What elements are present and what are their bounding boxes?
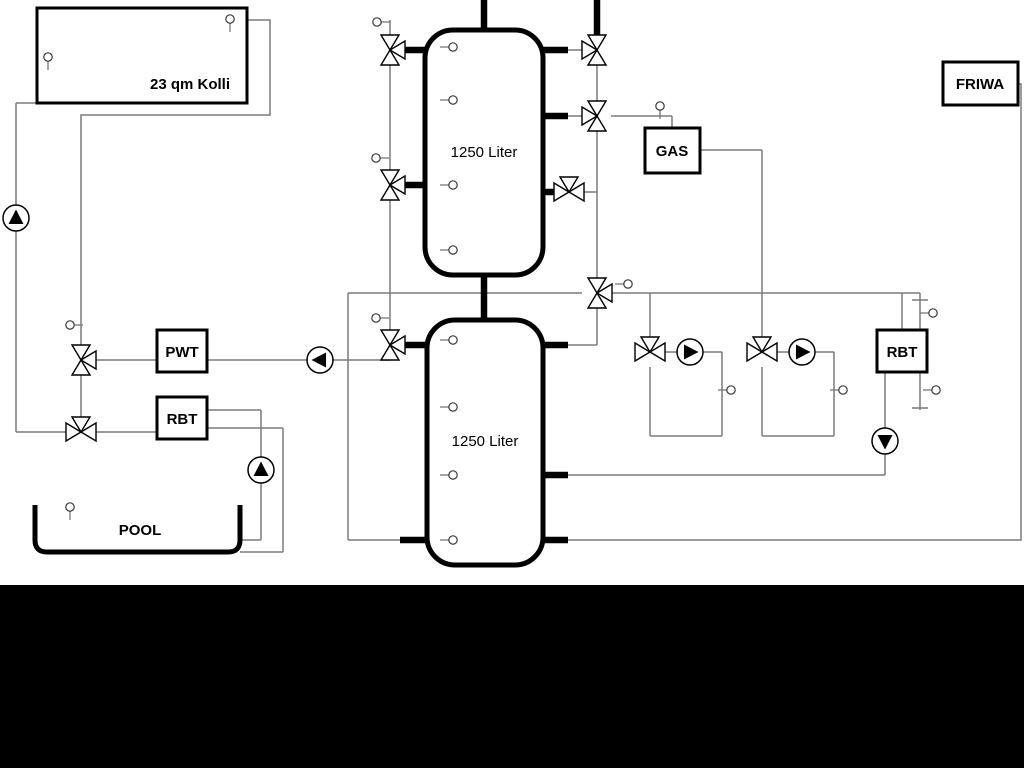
pump-icon <box>306 346 334 374</box>
pwt-heat-exchanger: PWT <box>155 328 209 374</box>
gas-boiler-label: GAS <box>656 143 689 160</box>
lower-buffer-tank-label: 1250 Liter <box>452 433 519 450</box>
gas-boiler: GAS <box>643 126 702 175</box>
pool-basin: POOL <box>32 505 243 555</box>
upper-buffer-tank-label: 1250 Liter <box>451 144 518 161</box>
rbt-left-heat-exchanger: RBT <box>155 395 209 441</box>
rbt-right-heat-exchanger: RBT <box>875 328 929 374</box>
solar-collector: 23 qm Kolli <box>35 6 249 105</box>
pump-icon <box>676 338 704 366</box>
pump-icon <box>788 338 816 366</box>
upper-buffer-tank: 1250 Liter <box>422 27 546 278</box>
pool-label: POOL <box>119 522 162 539</box>
piping-lines <box>15 19 1022 553</box>
rbt-left-label: RBT <box>167 411 198 428</box>
solar-collector-label: 23 qm Kolli <box>150 76 230 93</box>
friwa-label: FRIWA <box>956 76 1004 93</box>
lower-buffer-tank: 1250 Liter <box>424 317 546 568</box>
pump-icon <box>2 204 30 232</box>
friwa-station: FRIWA <box>941 60 1020 107</box>
pwt-label: PWT <box>165 344 198 361</box>
pump-icon <box>247 456 275 484</box>
rbt-right-label: RBT <box>887 344 918 361</box>
bottom-mask <box>0 585 1024 768</box>
pump-icon <box>871 427 899 455</box>
